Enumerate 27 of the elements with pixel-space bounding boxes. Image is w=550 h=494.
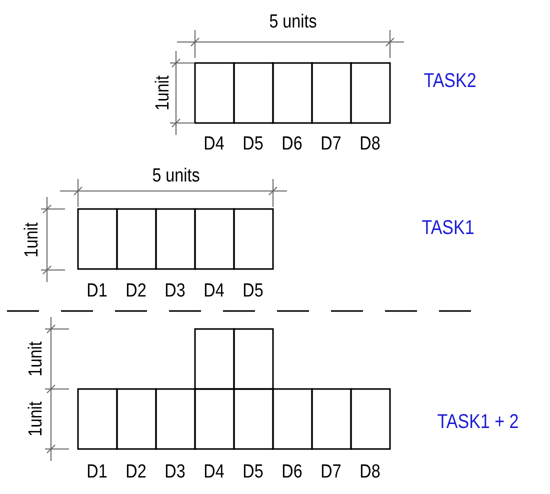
slot-label: D5 — [242, 282, 264, 300]
slot-label: D1 — [86, 462, 108, 482]
dimension-label: 1unit — [22, 222, 42, 258]
slot-label: D4 — [204, 462, 224, 482]
slot-label: D6 — [282, 134, 302, 154]
slot-label: D6 — [282, 462, 302, 482]
slot-label: D3 — [164, 282, 186, 300]
slot-label: D4 — [204, 282, 224, 300]
task-label: TASK1 — [422, 218, 474, 238]
task-label: TASK2 — [424, 71, 476, 91]
dimension-label: 5 units — [152, 166, 200, 186]
slot-label: D5 — [242, 462, 264, 482]
slot-label: D7 — [320, 462, 342, 482]
task-label: TASK1 + 2 — [437, 412, 519, 432]
slot-label: D3 — [164, 462, 186, 482]
slot-label: D7 — [320, 134, 342, 154]
slot-label: D2 — [126, 282, 146, 300]
slot-label: D2 — [126, 462, 146, 482]
slot-label: D8 — [360, 462, 380, 482]
slot-label: D1 — [86, 282, 108, 300]
dimension-label: 5 units — [269, 12, 317, 32]
dimension-label: 1unit — [26, 402, 46, 436]
dimension-label: 1unit — [154, 76, 172, 110]
slot-label: D4 — [204, 134, 224, 154]
dimension-label: 1unit — [26, 342, 46, 376]
slot-label: D8 — [360, 134, 380, 154]
slot-label: D5 — [242, 134, 264, 154]
